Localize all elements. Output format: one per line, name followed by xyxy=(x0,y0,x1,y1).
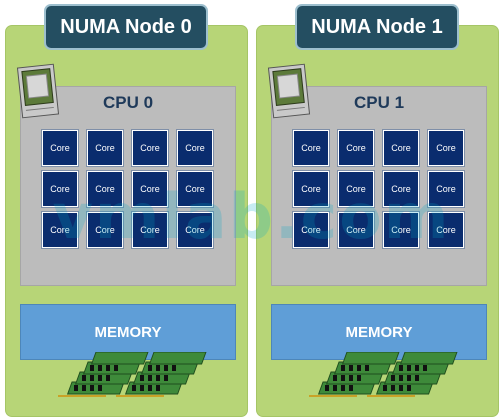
core: Core xyxy=(176,170,214,208)
core: Core xyxy=(86,170,124,208)
cpu-0-package: CPU 0 Core Core Core Core Core Core Core… xyxy=(16,63,236,286)
ram-dimm-icon xyxy=(309,352,458,397)
cpu-chip-icon xyxy=(267,63,311,119)
core: Core xyxy=(382,170,420,208)
numa-node-0-label: NUMA Node 0 xyxy=(44,4,208,50)
core: Core xyxy=(427,170,465,208)
numa-node-1-label: NUMA Node 1 xyxy=(295,4,459,50)
core: Core xyxy=(131,211,169,249)
cpu-0-title: CPU 0 xyxy=(102,93,154,112)
core: Core xyxy=(131,170,169,208)
core: Core xyxy=(382,129,420,167)
core: Core xyxy=(382,211,420,249)
cpu-0-cores: Core Core Core Core Core Core Core Core … xyxy=(41,129,214,249)
core: Core xyxy=(86,129,124,167)
core: Core xyxy=(292,129,330,167)
core: Core xyxy=(427,129,465,167)
memory-1-block: MEMORY xyxy=(271,304,487,360)
core: Core xyxy=(41,211,79,249)
cpu-1-package: CPU 1 Core Core Core Core Core Core Core… xyxy=(267,63,487,286)
core: Core xyxy=(176,211,214,249)
ram-dimm-icon xyxy=(58,352,207,397)
numa-node-1: NUMA Node 1 CPU 1 Core Core Core Core Co… xyxy=(256,4,499,417)
cpu-chip-icon xyxy=(16,63,60,119)
cpu-1-cores: Core Core Core Core Core Core Core Core … xyxy=(292,129,465,249)
core: Core xyxy=(292,170,330,208)
numa-node-0: NUMA Node 0 CPU 0 Core Core Core Core Co… xyxy=(5,4,248,417)
core: Core xyxy=(337,211,375,249)
core: Core xyxy=(41,129,79,167)
core: Core xyxy=(337,129,375,167)
core: Core xyxy=(176,129,214,167)
cpu-1-title: CPU 1 xyxy=(353,93,405,112)
core: Core xyxy=(41,170,79,208)
core: Core xyxy=(131,129,169,167)
core: Core xyxy=(292,211,330,249)
core: Core xyxy=(427,211,465,249)
core: Core xyxy=(86,211,124,249)
core: Core xyxy=(337,170,375,208)
